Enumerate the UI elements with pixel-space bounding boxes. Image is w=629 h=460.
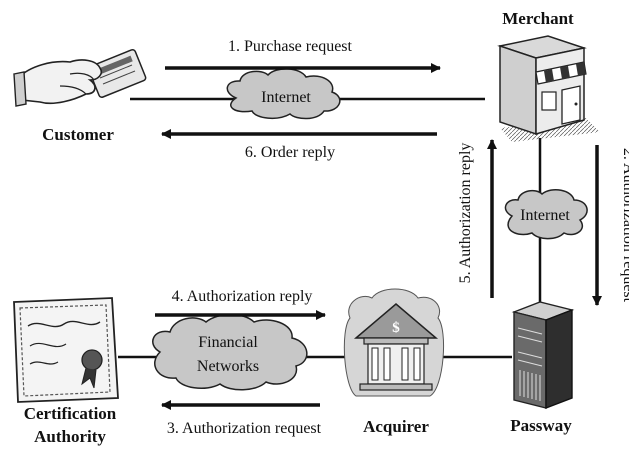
acquirer-label: Acquirer [363,417,429,436]
server-icon [511,301,575,410]
order-reply-label: 6. Order reply [245,144,335,161]
internet-cloud-right: Internet [504,188,588,240]
internet-cloud-left: Internet [226,68,341,120]
svg-text:$: $ [392,320,400,336]
connector-lines [118,97,542,359]
certification-label-line1: Certification [24,404,117,423]
internet-left-label: Internet [261,89,311,106]
certification-label-line2: Authority [34,427,106,446]
financial-networks-cloud: Financial Networks [152,313,308,391]
flow-arrows [155,63,602,410]
passway-label: Passway [510,416,572,435]
financial-networks-label-line2: Networks [197,358,259,375]
authorization-request-3-label: 3. Authorization request [167,420,322,437]
authorization-request-2-label: 2. Authorization request [620,148,629,303]
internet-right-label: Internet [520,207,570,224]
authorization-reply-5-label: 5. Authorization reply [457,143,474,284]
purchase-request-label: 1. Purchase request [228,38,353,55]
customer-label: Customer [42,125,114,144]
authorization-reply-4-label: 4. Authorization reply [172,288,313,305]
store-icon [497,35,600,142]
certificate-icon [13,297,119,403]
bank-icon: $ [343,288,445,397]
merchant-label: Merchant [502,9,574,28]
hand-card-icon [13,48,147,107]
financial-networks-label-line1: Financial [198,334,258,351]
